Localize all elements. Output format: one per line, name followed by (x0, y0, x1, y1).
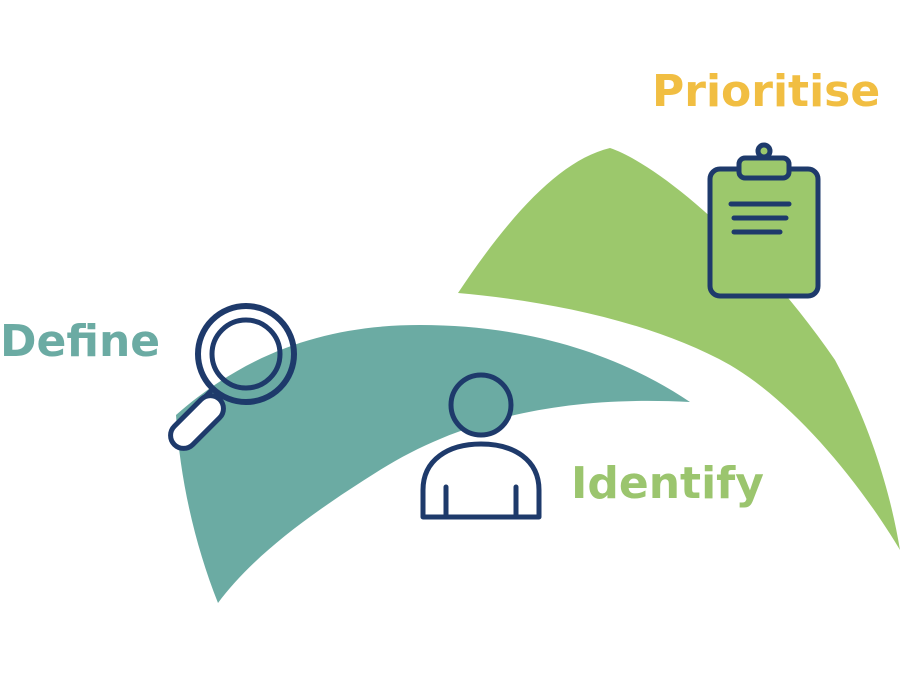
clipboard-icon (707, 142, 821, 299)
define-label: Define (0, 316, 161, 367)
person-icon (420, 372, 542, 520)
teal-swoosh-shape (176, 325, 690, 603)
green-swoosh-shape (458, 148, 900, 550)
prioritise-label: Prioritise (652, 66, 881, 117)
magnifying-glass-icon (168, 303, 297, 451)
identify-label: Identify (571, 458, 764, 509)
